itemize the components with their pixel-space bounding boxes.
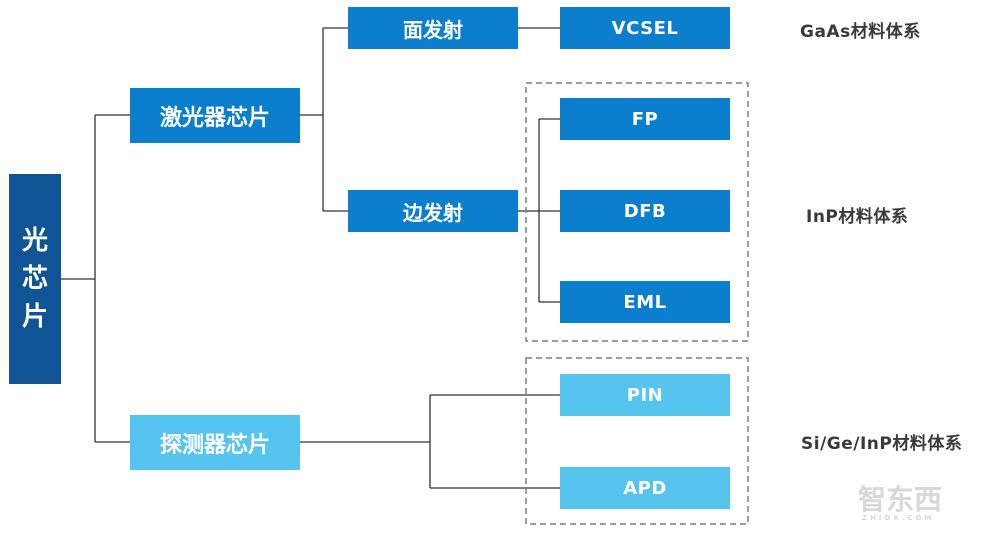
- si-ge-inp-material-label: Si/Ge/InP材料体系: [801, 434, 963, 454]
- edge-emitting-node: 边发射: [348, 190, 518, 232]
- detector-group-frame: [525, 357, 749, 525]
- watermark-subtext: ZHIDX.COM: [862, 514, 935, 522]
- dfb-node: DFB: [560, 190, 730, 232]
- root-char: 芯: [21, 264, 48, 294]
- inp-group-frame: [525, 82, 749, 342]
- inp-material-label: InP材料体系: [806, 207, 909, 227]
- eml-node: EML: [560, 281, 730, 323]
- laser-chip-node: 激光器芯片: [130, 88, 300, 143]
- surface-emitting-node: 面发射: [348, 7, 518, 49]
- pin-node: PIN: [560, 374, 730, 416]
- root-char: 光: [21, 226, 48, 256]
- apd-node: APD: [560, 467, 730, 509]
- vcsel-node: VCSEL: [560, 7, 730, 49]
- watermark-text: 智东西: [858, 483, 943, 516]
- watermark-logo: 智东西 ZHIDX.COM: [858, 478, 978, 528]
- gaas-material-label: GaAs材料体系: [800, 22, 921, 42]
- root-char: 片: [21, 302, 48, 332]
- root-optical-chip: 光 芯 片: [9, 174, 61, 384]
- fp-node: FP: [560, 98, 730, 140]
- detector-chip-node: 探测器芯片: [130, 415, 300, 470]
